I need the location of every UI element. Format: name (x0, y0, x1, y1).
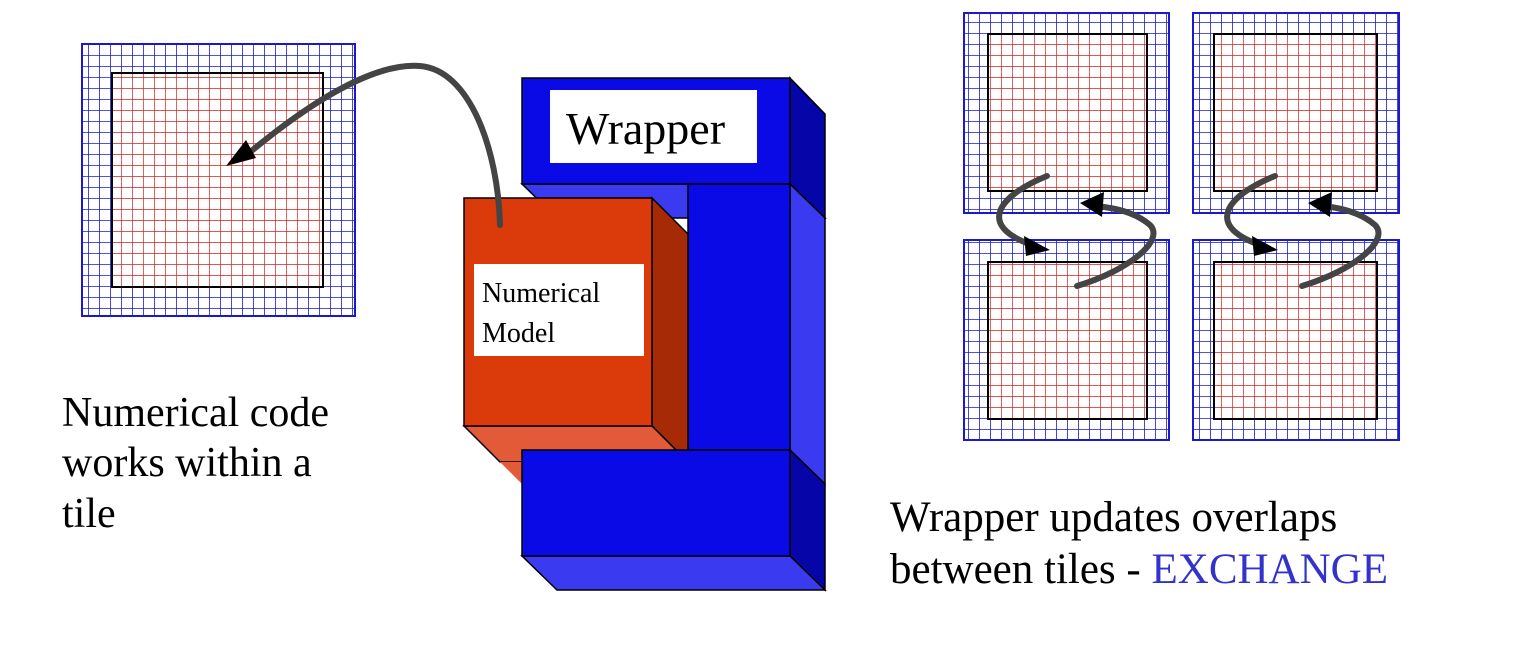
caption-left-line3: tile (62, 490, 116, 537)
tile-grid-2x2 (963, 12, 1400, 441)
exchange-arrows-left (996, 173, 1157, 289)
exchange-arrow-up (1299, 203, 1382, 289)
caption-right: Wrapper updates overlaps between tiles -… (890, 492, 1510, 595)
tile-bottom-right (1192, 239, 1400, 441)
wrapper-label-box (550, 90, 757, 163)
tile-top-right (1192, 12, 1400, 214)
tile-interior (1213, 33, 1378, 192)
numerical-model-block: Numerical Model (462, 196, 690, 484)
caption-left-line1: Numerical code (62, 390, 330, 436)
model-to-tile-arrowhead (226, 140, 256, 166)
caption-left-line2: works within a (62, 440, 312, 487)
exchange-arrowhead-down (1252, 236, 1278, 256)
exchange-arrow-down (1224, 173, 1278, 248)
model-box-side (651, 196, 689, 464)
model-to-tile-arrow (240, 62, 503, 228)
wrapper-bottom-slab-front (521, 449, 791, 557)
wrapper-column-side (789, 182, 826, 486)
caption-right-line2-prefix: between tiles - (890, 545, 1152, 593)
model-label-line1: Numerical (482, 278, 600, 309)
exchange-arrow-down (996, 173, 1050, 248)
wrapper-column-front (687, 183, 791, 451)
tile-interior (987, 33, 1148, 192)
tile-interior (111, 72, 324, 288)
tile-interior (987, 261, 1148, 420)
exchange-arrows-right (1224, 173, 1382, 289)
caption-left: Numerical code works within a tile (62, 388, 442, 539)
exchange-arrowhead-down (1024, 236, 1050, 256)
model-label-line2: Model (482, 318, 555, 349)
model-label-box (474, 264, 644, 356)
wrapper-label: Wrapper (566, 103, 725, 154)
exchange-arrowhead-up (1308, 192, 1332, 217)
exchange-arrow-up (1074, 203, 1157, 289)
single-tile (81, 43, 356, 317)
exchange-keyword: EXCHANGE (1151, 545, 1388, 593)
tile-bottom-left (963, 239, 1170, 441)
tile-top-left (963, 12, 1170, 214)
caption-right-line1: Wrapper updates overlaps (890, 494, 1338, 541)
wrapper-bottom-slab-underside (520, 555, 827, 591)
tile-interior (1213, 261, 1378, 420)
exchange-arrowhead-up (1080, 192, 1104, 217)
caption-right-line2: between tiles - EXCHANGE (890, 544, 1510, 596)
